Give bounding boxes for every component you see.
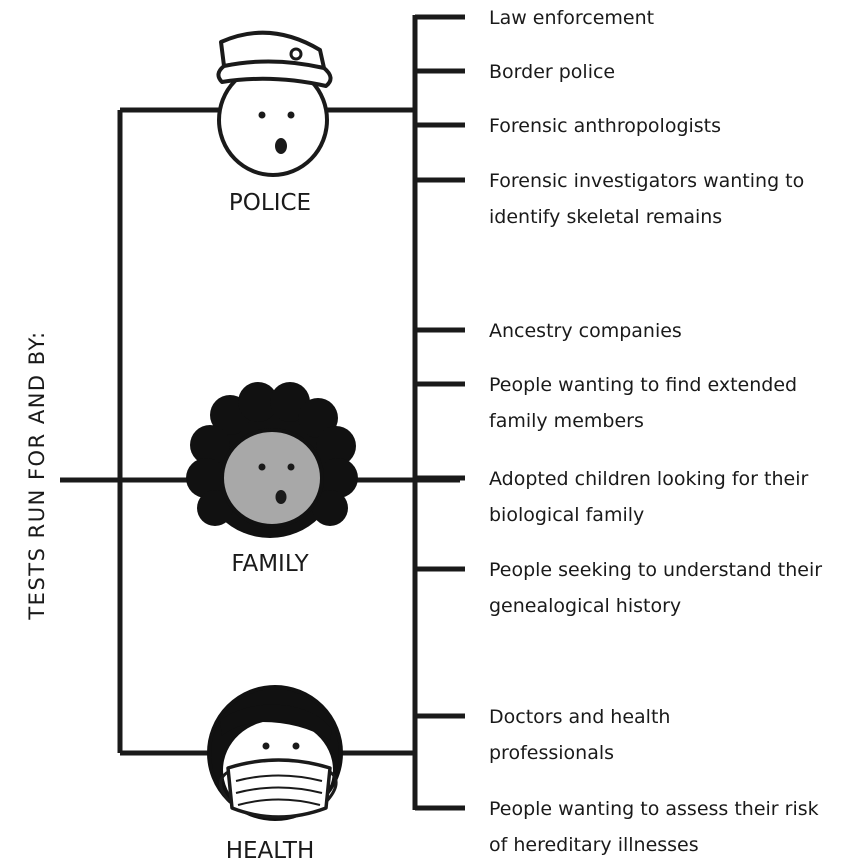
masked-face-icon bbox=[207, 685, 343, 821]
side-label-text: TESTS RUN FOR AND BY: bbox=[25, 330, 49, 620]
item-text: Forensic investigators wanting to bbox=[489, 170, 805, 192]
item-text: Law enforcement bbox=[489, 7, 655, 29]
category-label-police: POLICE bbox=[228, 190, 312, 216]
connector-lines bbox=[60, 14, 465, 811]
item-text: Forensic anthropologists bbox=[489, 115, 722, 137]
list-item: Law enforcement bbox=[489, 0, 844, 36]
category-label-health: HEALTH bbox=[225, 838, 315, 864]
item-text: People seeking to understand their bbox=[489, 559, 823, 581]
item-text: of hereditary illnesses bbox=[489, 834, 699, 856]
item-text: biological family bbox=[489, 504, 645, 526]
item-text: Border police bbox=[489, 61, 616, 83]
list-item: Forensic investigators wanting to identi… bbox=[489, 163, 844, 235]
item-text: Ancestry companies bbox=[489, 320, 682, 342]
item-text: identify skeletal remains bbox=[489, 206, 723, 228]
police-officer-face-icon bbox=[216, 30, 333, 177]
list-item: Doctors and health professionals bbox=[489, 699, 844, 771]
category-label-family: FAMILY bbox=[231, 551, 309, 577]
list-item: People wanting to assess their risk of h… bbox=[489, 791, 844, 863]
list-item: People seeking to understand their genea… bbox=[489, 552, 844, 624]
list-item: Forensic anthropologists bbox=[489, 108, 844, 144]
item-text: family members bbox=[489, 410, 644, 432]
item-text: Doctors and health bbox=[489, 706, 671, 728]
list-item: Adopted children looking for their biolo… bbox=[489, 461, 844, 533]
curly-hair-face-icon bbox=[186, 382, 358, 538]
list-item: Border police bbox=[489, 54, 844, 90]
face-mask bbox=[219, 758, 338, 819]
list-item: Ancestry companies bbox=[489, 313, 844, 349]
item-text: People wanting to assess their risk bbox=[489, 798, 819, 820]
item-text: genealogical history bbox=[489, 595, 682, 617]
item-text: Adopted children looking for their bbox=[489, 468, 809, 490]
item-text: People wanting to find extended bbox=[489, 374, 798, 396]
item-text: professionals bbox=[489, 742, 615, 764]
list-item: People wanting to find extended family m… bbox=[489, 367, 844, 439]
